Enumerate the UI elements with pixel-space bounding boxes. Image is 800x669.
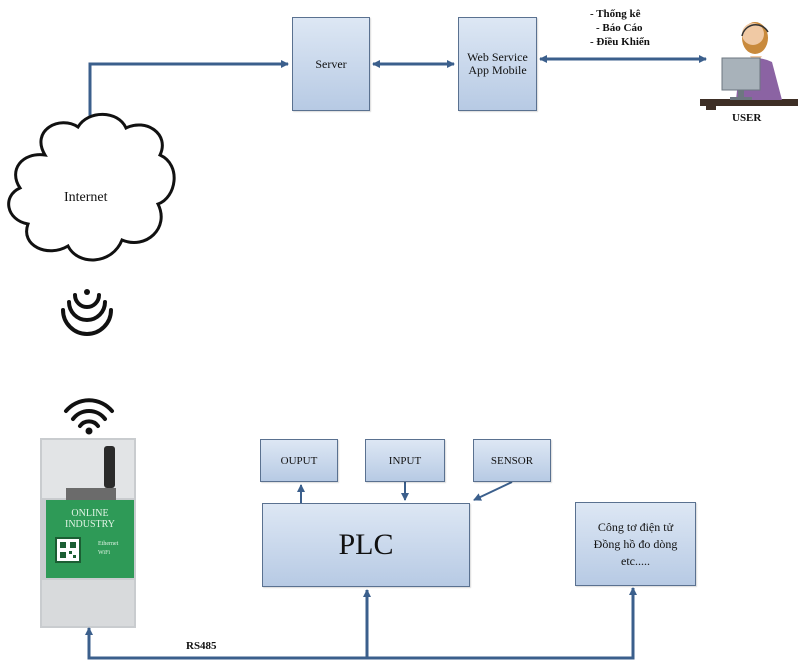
meter-line-3: etc..... [621, 553, 650, 568]
server-label: Server [315, 56, 347, 71]
output-box: OUPUT [260, 439, 338, 482]
rs485-label: RS485 [186, 640, 217, 652]
rs485-bus-connector [85, 587, 637, 660]
meter-line-2: Đồng hồ đo dòng [593, 536, 678, 551]
wifi-signal-icon [61, 289, 113, 336]
device-ports: Ethernet WiFi [98, 540, 118, 558]
internet-label: Internet [64, 190, 108, 205]
device-brand-line-2: INDUSTRY [64, 519, 115, 530]
feature-item-dieu-khien: - Điều Khiển [590, 36, 650, 48]
user-label: USER [732, 112, 762, 124]
input-label: INPUT [388, 454, 422, 467]
device-brand-line-1: ONLINE [71, 508, 109, 519]
user-avatar-icon [700, 22, 798, 110]
device-brand: ONLINE INDUSTRY [46, 508, 134, 530]
feature-item-thong-ke: - Thống kê [590, 8, 641, 20]
wifi-icon [64, 398, 114, 435]
feature-item-bao-cao: - Báo Cáo [596, 22, 643, 34]
plc-label: PLC [338, 528, 394, 561]
input-box: INPUT [365, 439, 445, 482]
sensor-label: SENSOR [490, 454, 534, 467]
device-port-ethernet: Ethernet [98, 541, 119, 547]
meter-line-1: Công tơ điện tử [597, 519, 674, 534]
plc-box: PLC [262, 503, 470, 587]
web-service-box: Web Service App Mobile [458, 17, 537, 111]
user-features-list: - Thống kê - Báo Cáo - Điều Khiển [590, 7, 650, 49]
web-service-line-2: App Mobile [468, 63, 527, 77]
server-box: Server [292, 17, 370, 111]
internet-cloud-icon [7, 112, 176, 262]
sensor-box: SENSOR [473, 439, 551, 482]
sensor-to-plc-connector [473, 481, 513, 501]
web-service-line-1: Web Service [467, 50, 528, 64]
output-label: OUPUT [280, 454, 318, 467]
device-port-wifi: WiFi [98, 550, 111, 556]
gateway-device-image [40, 438, 136, 628]
meter-box: Công tơ điện tử Đồng hồ đo dòng etc..... [575, 502, 696, 586]
